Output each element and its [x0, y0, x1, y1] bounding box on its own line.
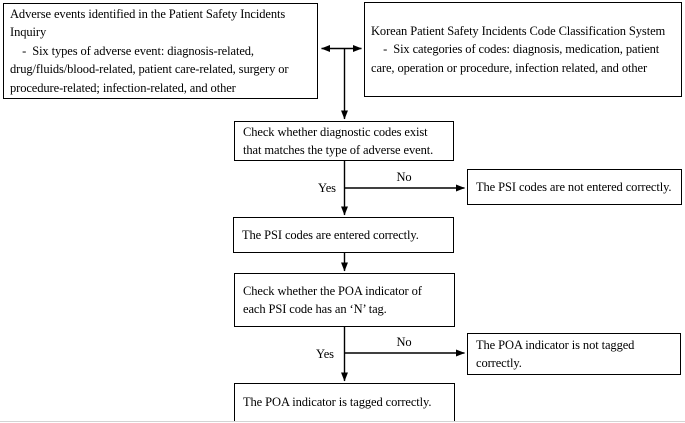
figure-edge-rule	[0, 421, 685, 422]
poa-not-tagged-text: The POA indicator is not tagged correctl…	[476, 337, 635, 371]
kpsi-code-system-text: Korean Patient Safety Incidents Code Cla…	[371, 23, 666, 75]
branch1-no-label: No	[396, 170, 412, 184]
check-diagnostic-codes-box: Check whether diagnostic codes exist tha…	[234, 121, 454, 161]
psi-entered-box: The PSI codes are entered correctly.	[233, 217, 454, 253]
psi-entered-text: The PSI codes are entered correctly.	[242, 227, 419, 242]
branch2-yes-label: Yes	[316, 347, 334, 361]
branch2-no-label: No	[396, 335, 412, 349]
check-poa-indicator-text: Check whether the POA indicator of each …	[243, 283, 422, 317]
poa-not-tagged-box: The POA indicator is not tagged correctl…	[467, 333, 681, 375]
poa-tagged-text: The POA indicator is tagged correctly.	[243, 395, 432, 410]
check-poa-indicator-box: Check whether the POA indicator of each …	[234, 273, 455, 327]
adverse-events-source-text: Adverse events identified in the Patient…	[10, 6, 289, 95]
psi-not-entered-box: The PSI codes are not entered correctly.	[467, 169, 682, 205]
check-diagnostic-codes-text: Check whether diagnostic codes exist tha…	[243, 124, 434, 158]
adverse-events-source-box: Adverse events identified in the Patient…	[3, 3, 318, 99]
kpsi-code-system-box: Korean Patient Safety Incidents Code Cla…	[364, 2, 682, 97]
branch1-yes-label: Yes	[318, 181, 336, 195]
poa-tagged-box: The POA indicator is tagged correctly.	[234, 383, 455, 422]
psi-not-entered-text: The PSI codes are not entered correctly.	[476, 179, 672, 194]
